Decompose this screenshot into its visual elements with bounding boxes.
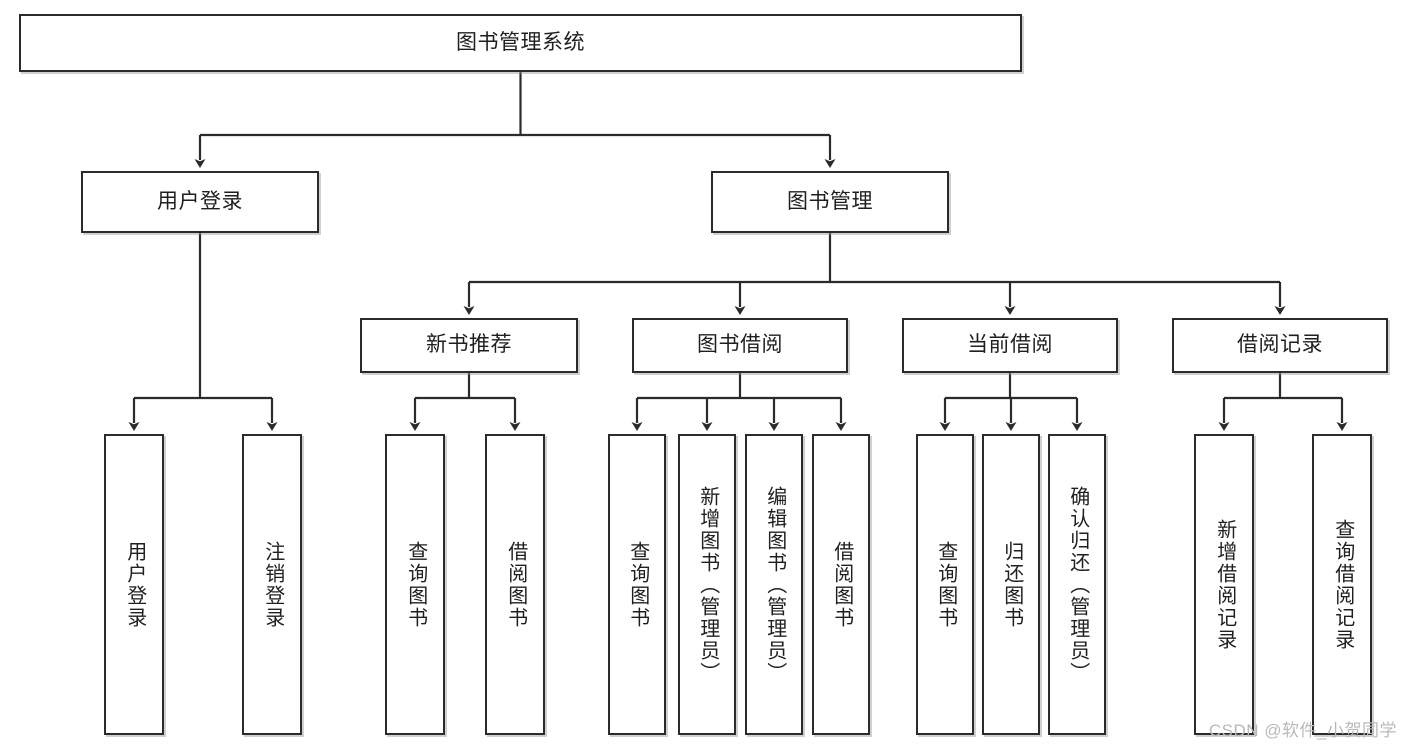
- node-label: 查询图书: [626, 540, 649, 629]
- node-label: 新增图书（管理员）: [696, 485, 719, 684]
- node-cur-borrow[interactable]: 当前借阅: [902, 318, 1118, 373]
- node-label: 用户登录: [123, 540, 146, 629]
- node-label: 用户登录: [157, 189, 243, 213]
- node-label: 图书管理系统: [456, 30, 585, 54]
- node-label: 查询图书: [934, 540, 957, 629]
- node-label: 借阅记录: [1237, 333, 1323, 357]
- node-leaf-11[interactable]: 确认归还（管理员）: [1048, 434, 1106, 735]
- node-leaf-3[interactable]: 查询图书: [385, 434, 445, 735]
- node-leaf-7[interactable]: 编辑图书（管理员）: [745, 434, 803, 735]
- node-leaf-1[interactable]: 用户登录: [104, 434, 164, 735]
- node-root[interactable]: 图书管理系统: [19, 14, 1022, 72]
- node-leaf-12[interactable]: 新增借阅记录: [1194, 434, 1254, 735]
- node-book-manage[interactable]: 图书管理: [711, 171, 949, 233]
- node-label: 新增借阅记录: [1213, 518, 1236, 651]
- node-label: 归还图书: [1000, 540, 1023, 629]
- node-leaf-13[interactable]: 查询借阅记录: [1312, 434, 1372, 735]
- node-user-login[interactable]: 用户登录: [81, 171, 319, 233]
- node-label: 图书管理: [787, 189, 873, 213]
- node-borrow-log[interactable]: 借阅记录: [1172, 318, 1388, 373]
- node-label: 查询图书: [404, 540, 427, 629]
- node-leaf-4[interactable]: 借阅图书: [485, 434, 545, 735]
- node-label: 图书借阅: [697, 333, 783, 357]
- node-label: 新书推荐: [426, 333, 512, 357]
- node-label: 当前借阅: [967, 333, 1053, 357]
- node-new-book-rec[interactable]: 新书推荐: [360, 318, 578, 373]
- node-leaf-2[interactable]: 注销登录: [242, 434, 302, 735]
- node-label: 注销登录: [261, 540, 284, 629]
- node-leaf-8[interactable]: 借阅图书: [812, 434, 870, 735]
- node-leaf-6[interactable]: 新增图书（管理员）: [678, 434, 736, 735]
- node-label: 确认归还（管理员）: [1066, 485, 1089, 684]
- node-label: 编辑图书（管理员）: [763, 485, 786, 684]
- node-leaf-10[interactable]: 归还图书: [982, 434, 1040, 735]
- watermark-label: CSDN @软件_小贺同学: [1208, 721, 1397, 740]
- node-book-borrow[interactable]: 图书借阅: [632, 318, 848, 373]
- node-label: 借阅图书: [504, 540, 527, 629]
- node-leaf-9[interactable]: 查询图书: [916, 434, 974, 735]
- node-leaf-5[interactable]: 查询图书: [608, 434, 666, 735]
- node-label: 查询借阅记录: [1331, 518, 1354, 651]
- node-label: 借阅图书: [830, 540, 853, 629]
